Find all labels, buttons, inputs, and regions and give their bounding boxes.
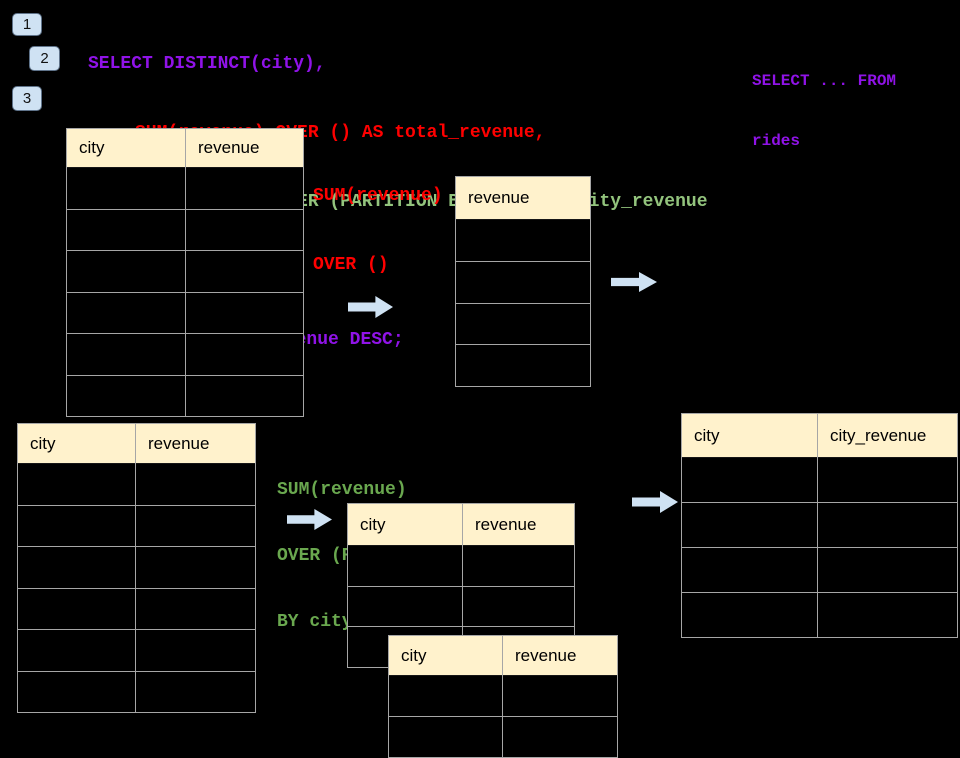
table-cell	[186, 251, 303, 292]
table-cell	[186, 292, 303, 333]
column-header-revenue: revenue	[456, 177, 590, 219]
partition-annotation-line-1: SUM(revenue)	[277, 480, 407, 500]
column-header-city: city	[348, 504, 462, 545]
total-annotation-line-1: SUM(revenue)	[313, 186, 443, 206]
table-cell	[67, 209, 185, 250]
table-cell	[503, 717, 617, 757]
table-cell	[186, 209, 303, 250]
step-badge-3: 3	[12, 86, 42, 111]
table-cell	[67, 334, 185, 375]
table-cell	[136, 547, 255, 588]
table-cell	[503, 676, 617, 716]
arrow-right-icon	[287, 509, 332, 530]
table-cell	[456, 261, 590, 303]
total-annotation-line-2: OVER ()	[313, 255, 389, 275]
side-note-line-1: SELECT ... FROM	[752, 72, 897, 90]
table-cell	[67, 375, 185, 416]
sql-line-select: SELECT DISTINCT(city),	[88, 54, 326, 74]
column-header-city-revenue: city_revenue	[818, 414, 957, 457]
column-header-revenue: revenue	[136, 424, 255, 463]
table-cell	[682, 503, 817, 547]
table-cell	[818, 548, 957, 592]
column-header-city: city	[67, 129, 185, 167]
table-source-top: city revenue	[66, 128, 304, 417]
table-cell	[18, 588, 135, 629]
arrow-right-icon	[632, 491, 678, 513]
table-cell	[389, 676, 502, 716]
table-cell	[136, 464, 255, 505]
table-cell	[348, 546, 462, 586]
column-header-revenue: revenue	[503, 636, 617, 675]
step-badge-1: 1	[12, 13, 42, 36]
table-cell	[136, 671, 255, 712]
table-cell	[136, 505, 255, 546]
arrow-right-icon	[348, 296, 393, 318]
table-cell	[136, 630, 255, 671]
table-cell	[67, 292, 185, 333]
arrow-right-icon	[611, 272, 657, 292]
table-cell	[18, 464, 135, 505]
table-cell	[818, 593, 957, 637]
table-cell	[456, 345, 590, 387]
table-cell	[682, 548, 817, 592]
column-header-city: city	[682, 414, 817, 457]
table-cell	[67, 168, 185, 209]
table-city-revenue-result: city city_revenue	[681, 413, 958, 638]
table-cell	[682, 593, 817, 637]
table-total-revenue-result: revenue	[455, 176, 591, 388]
total-revenue-annotation: SUM(revenue) OVER ()	[313, 139, 443, 300]
table-cell	[18, 671, 135, 712]
column-header-city: city	[389, 636, 502, 675]
table-cell	[818, 458, 957, 502]
step-badge-2: 2	[29, 46, 60, 71]
table-cell	[463, 546, 574, 586]
table-source-bottom: city revenue	[17, 423, 256, 713]
column-header-city: city	[18, 424, 135, 463]
table-cell	[818, 503, 957, 547]
side-note-line-2: rides	[752, 132, 801, 150]
table-cell	[136, 588, 255, 629]
side-note-select-from-rides: SELECT ... FROM rides	[752, 31, 896, 171]
table-cell	[67, 251, 185, 292]
table-cell	[456, 303, 590, 345]
table-cell	[682, 458, 817, 502]
table-partition-overlay: city revenue	[388, 635, 618, 758]
column-header-revenue: revenue	[463, 504, 574, 545]
column-header-revenue: revenue	[186, 129, 303, 167]
table-cell	[186, 375, 303, 416]
table-cell	[18, 630, 135, 671]
table-cell	[456, 220, 590, 261]
table-cell	[463, 586, 574, 627]
table-cell	[18, 505, 135, 546]
table-cell	[186, 334, 303, 375]
table-cell	[389, 717, 502, 757]
table-cell	[18, 547, 135, 588]
table-cell	[186, 168, 303, 209]
table-cell	[348, 586, 462, 627]
